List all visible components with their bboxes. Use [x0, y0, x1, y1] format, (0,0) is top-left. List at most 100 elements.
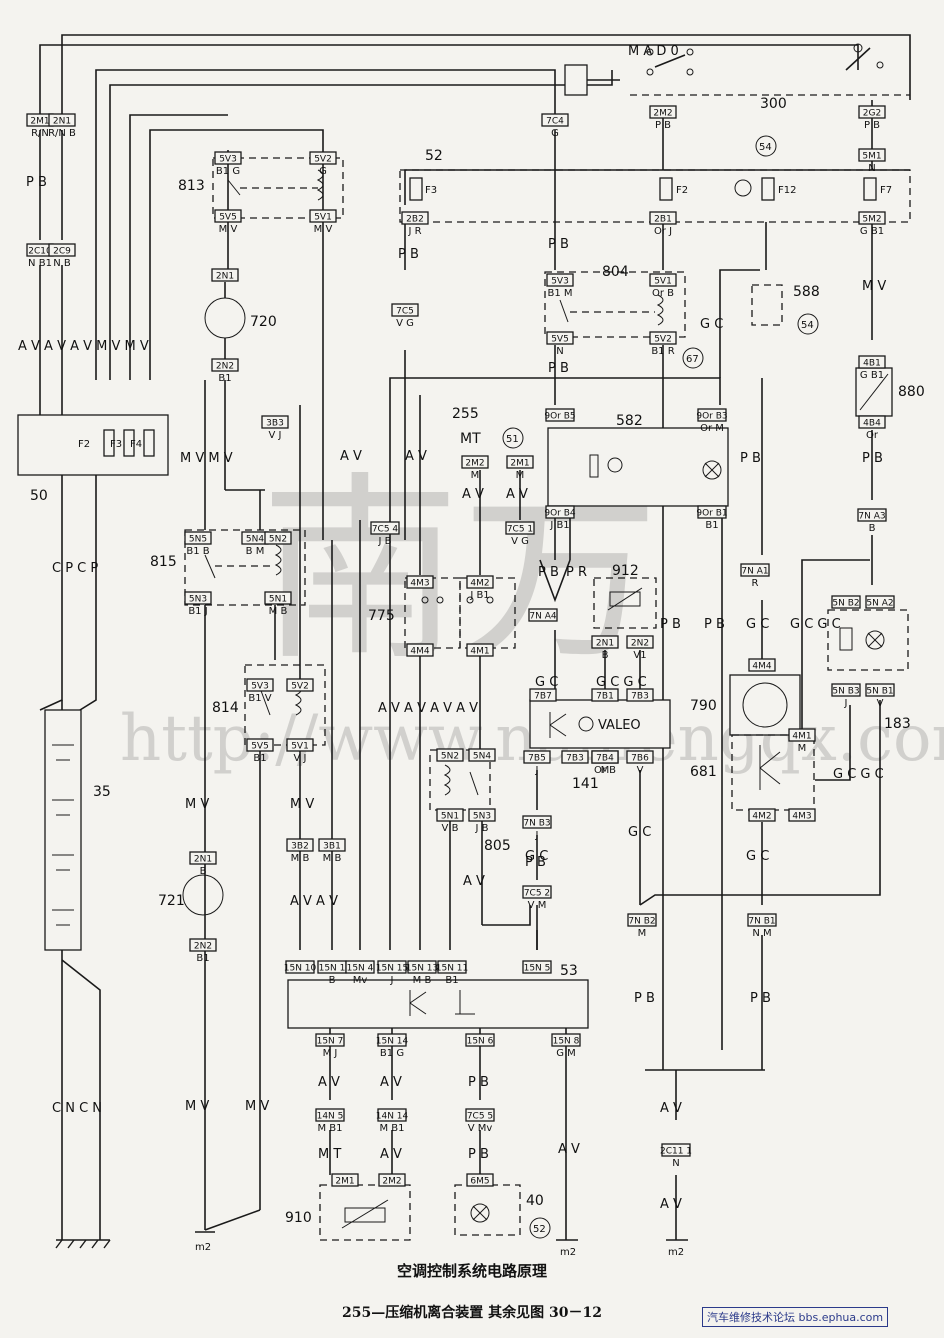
- connector-box: [436, 748, 464, 762]
- ref-51: 51: [506, 434, 519, 445]
- ecu-53: [287, 979, 589, 1029]
- connector-c4M2b: 4M2: [748, 808, 776, 822]
- connector-label: 2N2: [631, 639, 649, 649]
- connector-label: 7B7: [534, 692, 552, 702]
- lamp-588: [751, 284, 783, 326]
- connector-wire-code: J: [535, 830, 539, 841]
- ref-54-b: 54: [801, 320, 814, 331]
- wire-avav: A V A V: [290, 894, 338, 909]
- connector-wire-code: B1: [705, 520, 718, 531]
- connector-c5N2b: 5N2: [436, 748, 464, 762]
- label-681: 681: [690, 764, 717, 780]
- connector-box: [468, 808, 496, 822]
- wire-pb-e: G C: [700, 317, 723, 332]
- connector-box: [740, 563, 770, 577]
- connector-c15N8: 15N 8G M: [551, 1033, 581, 1059]
- connector-label: 4M4: [752, 662, 771, 672]
- connector-label: 2N2: [216, 362, 234, 372]
- connector-wire-code: Mv: [353, 975, 368, 986]
- connector-box: [407, 960, 437, 974]
- connector-label: 2C11 1: [660, 1147, 692, 1157]
- wire-pb-f: P B: [548, 361, 569, 376]
- ground-m2-b: m2: [560, 1247, 576, 1258]
- connector-label: 5N B2: [832, 599, 859, 609]
- connector-wire-code: B: [329, 975, 336, 986]
- connector-c9OrB4: 9Or B4J B1: [544, 505, 576, 531]
- connector-label: 4B4: [863, 419, 881, 429]
- connector-c7B3: 7B3: [626, 688, 654, 702]
- connector-box: [649, 105, 677, 119]
- ignition-switch-300: M A D 0 300: [564, 43, 884, 112]
- connector-c7NB1: 7N B1N M: [747, 913, 777, 939]
- connector-wire-code: M: [601, 765, 610, 776]
- connector-label: 5N5: [189, 535, 207, 545]
- wire-gc-b: G C: [525, 849, 548, 864]
- fuses-row: F3 F2 F12 F7 52 54: [409, 135, 892, 201]
- connector-box: [649, 211, 677, 225]
- label-815: 815: [150, 554, 177, 570]
- connector-c5NA2: 5N A2: [865, 595, 895, 609]
- connector-wire-code: R: [752, 578, 759, 589]
- connector-box: [788, 728, 816, 742]
- wire-pb-h: P B: [525, 855, 546, 870]
- connector-label: 4M4: [410, 647, 429, 657]
- connector-box: [377, 1108, 407, 1122]
- connector-box: [309, 209, 337, 223]
- connector-box: [626, 750, 654, 764]
- connector-c4M3b: 4M3: [788, 808, 816, 822]
- connector-wire-code: G: [319, 166, 327, 177]
- connector-label: 5V3: [219, 155, 237, 165]
- connector-box: [626, 688, 654, 702]
- connector-wire-code: B1: [218, 373, 231, 384]
- connector-label: 2N2: [194, 942, 212, 952]
- connector-box: [315, 1108, 345, 1122]
- label-183: 183: [884, 716, 911, 732]
- connector-label: 4B1: [863, 359, 881, 369]
- connector-wire-code: B1 G: [216, 166, 240, 177]
- connector-label: 7C5 2: [524, 889, 550, 899]
- connector-label: 5V3: [551, 277, 569, 287]
- label-588: 588: [793, 284, 820, 300]
- connector-c5NB3: 5N B3J: [831, 683, 861, 709]
- switch-positions: M A D 0: [628, 44, 679, 59]
- wire-gcgc-b: G C G C: [833, 767, 884, 782]
- connector-label: 5N3: [189, 595, 207, 605]
- label-775: 775: [368, 608, 395, 624]
- connector-label: 5V3: [251, 682, 269, 692]
- wire-av-e: A V: [463, 874, 485, 889]
- label-52: 52: [425, 148, 443, 164]
- connector-c6M5: 6M5: [466, 1173, 494, 1187]
- connector-wire-code: G: [551, 128, 559, 139]
- connector-wire-code: J: [390, 975, 394, 986]
- connector-box: [264, 591, 292, 605]
- wire-pbpb: P B: [26, 175, 47, 190]
- connector-wire-code: B1 J: [188, 606, 207, 617]
- connector-label: 5V1: [291, 742, 309, 752]
- connector-wire-code: P B: [655, 120, 671, 131]
- wire-av-f: A V: [660, 1197, 682, 1212]
- connector-box: [465, 1108, 495, 1122]
- connector-box: [748, 808, 776, 822]
- connector-c2C11: 2C11 1N: [660, 1143, 692, 1169]
- forum-badge[interactable]: 汽车维修技术论坛 bbs.ephua.com: [702, 1307, 889, 1327]
- connector-label: 5V2: [314, 155, 332, 165]
- connector-label: 7C4: [546, 117, 564, 127]
- connector-wire-code: V M: [528, 900, 547, 911]
- connector-label: 7B5: [528, 754, 546, 764]
- connector-box: [189, 938, 217, 952]
- wire-pb-d: P B: [704, 617, 725, 632]
- connector-c5NB1: 5N B1V: [865, 683, 895, 709]
- connector-label: 2N1: [194, 855, 212, 865]
